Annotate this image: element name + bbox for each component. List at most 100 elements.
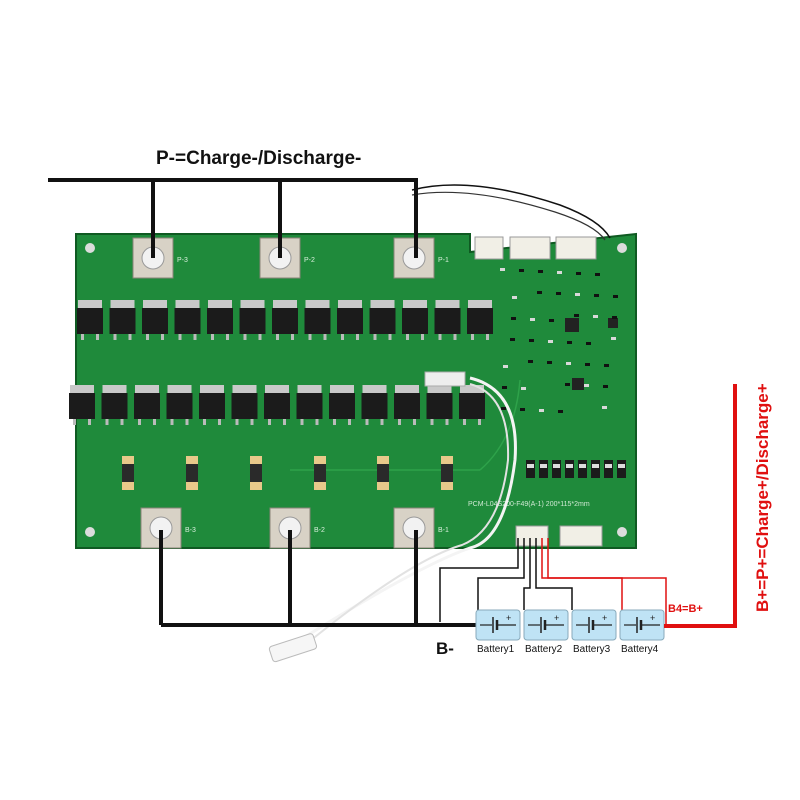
smd-component (611, 337, 616, 340)
mosfet (459, 385, 485, 425)
b-plus-label: B+=P+=Charge+/Discharge+ (753, 383, 772, 612)
smd-component (594, 294, 599, 297)
mosfet (264, 385, 290, 425)
temperature-sensor-wire (299, 376, 517, 642)
smd-component (510, 338, 515, 341)
plus-sign: + (602, 613, 607, 623)
p-minus-bus (48, 178, 418, 258)
diode (617, 460, 626, 478)
mosfet (239, 300, 266, 340)
mounting-hole (85, 527, 95, 537)
shunt-resistor (186, 456, 198, 490)
battery-label: Battery4 (621, 644, 659, 655)
mosfet (402, 300, 428, 340)
mosfet (231, 385, 258, 425)
connector (559, 525, 603, 547)
pad-label: B-2 (314, 527, 325, 534)
plus-sign: + (554, 613, 559, 623)
ntc-wire-top (411, 191, 606, 241)
ntc-wire-top (411, 184, 611, 239)
mosfet-row-top (77, 300, 493, 340)
p-minus-label: P-=Charge-/Discharge- (156, 148, 361, 169)
mosfet (166, 385, 193, 425)
smd-component (586, 342, 591, 345)
mosfet (109, 300, 136, 340)
smd-component (602, 406, 607, 409)
shunt-resistor (377, 456, 389, 490)
pad-label: B-1 (438, 527, 449, 534)
control-circuit (474, 236, 626, 547)
smd-component (530, 318, 535, 321)
smd-component (567, 341, 572, 344)
battery-cell: +Battery4 (619, 609, 665, 655)
pad-label: P-3 (177, 257, 188, 264)
b-minus-bus (159, 530, 478, 627)
smd-component (584, 384, 589, 387)
diode (591, 460, 600, 478)
smd-component (501, 407, 506, 410)
connector (509, 236, 551, 260)
battery-label: Battery3 (573, 644, 611, 655)
smd-component (529, 339, 534, 342)
mosfet (361, 385, 388, 425)
ic-chip (608, 318, 618, 328)
shunt-resistor-row (122, 456, 453, 490)
smd-component (503, 365, 508, 368)
ntc-sensor-probe (268, 633, 318, 663)
mosfet (467, 300, 493, 340)
diode (552, 460, 561, 478)
battery-cell: +Battery2 (523, 609, 569, 655)
smd-component (511, 317, 516, 320)
smd-component (603, 385, 608, 388)
shunt-resistor (250, 456, 262, 490)
shunt-resistor (314, 456, 326, 490)
smd-component (549, 319, 554, 322)
mounting-hole (617, 243, 627, 253)
smd-component (528, 360, 533, 363)
mosfet (329, 385, 355, 425)
mosfet (199, 385, 225, 425)
smd-component (604, 364, 609, 367)
battery-label: Battery1 (477, 644, 515, 655)
mosfet (304, 300, 331, 340)
battery-cell: + Battery1 (475, 609, 521, 655)
smd-component (556, 292, 561, 295)
b4-label: B4=B+ (668, 603, 703, 615)
diode (565, 460, 574, 478)
shunt-resistor (122, 456, 134, 490)
diode (526, 460, 535, 478)
ic-chip (572, 378, 584, 390)
smd-component (512, 296, 517, 299)
smd-component (521, 387, 526, 390)
wire-clip (424, 371, 466, 387)
diode (578, 460, 587, 478)
balance-wires (439, 538, 667, 625)
smd-component (538, 270, 543, 273)
smd-component (537, 291, 542, 294)
connector (474, 236, 504, 260)
battery-cell: + Battery3 (571, 609, 617, 655)
mosfet (77, 300, 103, 340)
smd-component (548, 340, 553, 343)
b-minus-label: B- (436, 639, 454, 658)
smd-component (595, 273, 600, 276)
smd-component (613, 295, 618, 298)
board-silkscreen-text: PCM-L04S200-F49(A-1) 200*115*2mm (468, 501, 590, 508)
mosfet (207, 300, 233, 340)
mosfet (69, 385, 95, 425)
smd-component (557, 271, 562, 274)
mosfet (101, 385, 128, 425)
plus-sign: + (506, 613, 511, 623)
smd-component (500, 268, 505, 271)
mosfet (174, 300, 201, 340)
smd-component (558, 410, 563, 413)
smd-component (576, 272, 581, 275)
battery-pack: +Battery1+Battery2+Battery3+Battery4 (475, 609, 665, 655)
mosfet (272, 300, 298, 340)
temperature-sensor-wire (304, 383, 510, 646)
smd-component (520, 408, 525, 411)
connector (555, 236, 597, 260)
mosfet (434, 300, 461, 340)
diode (539, 460, 548, 478)
